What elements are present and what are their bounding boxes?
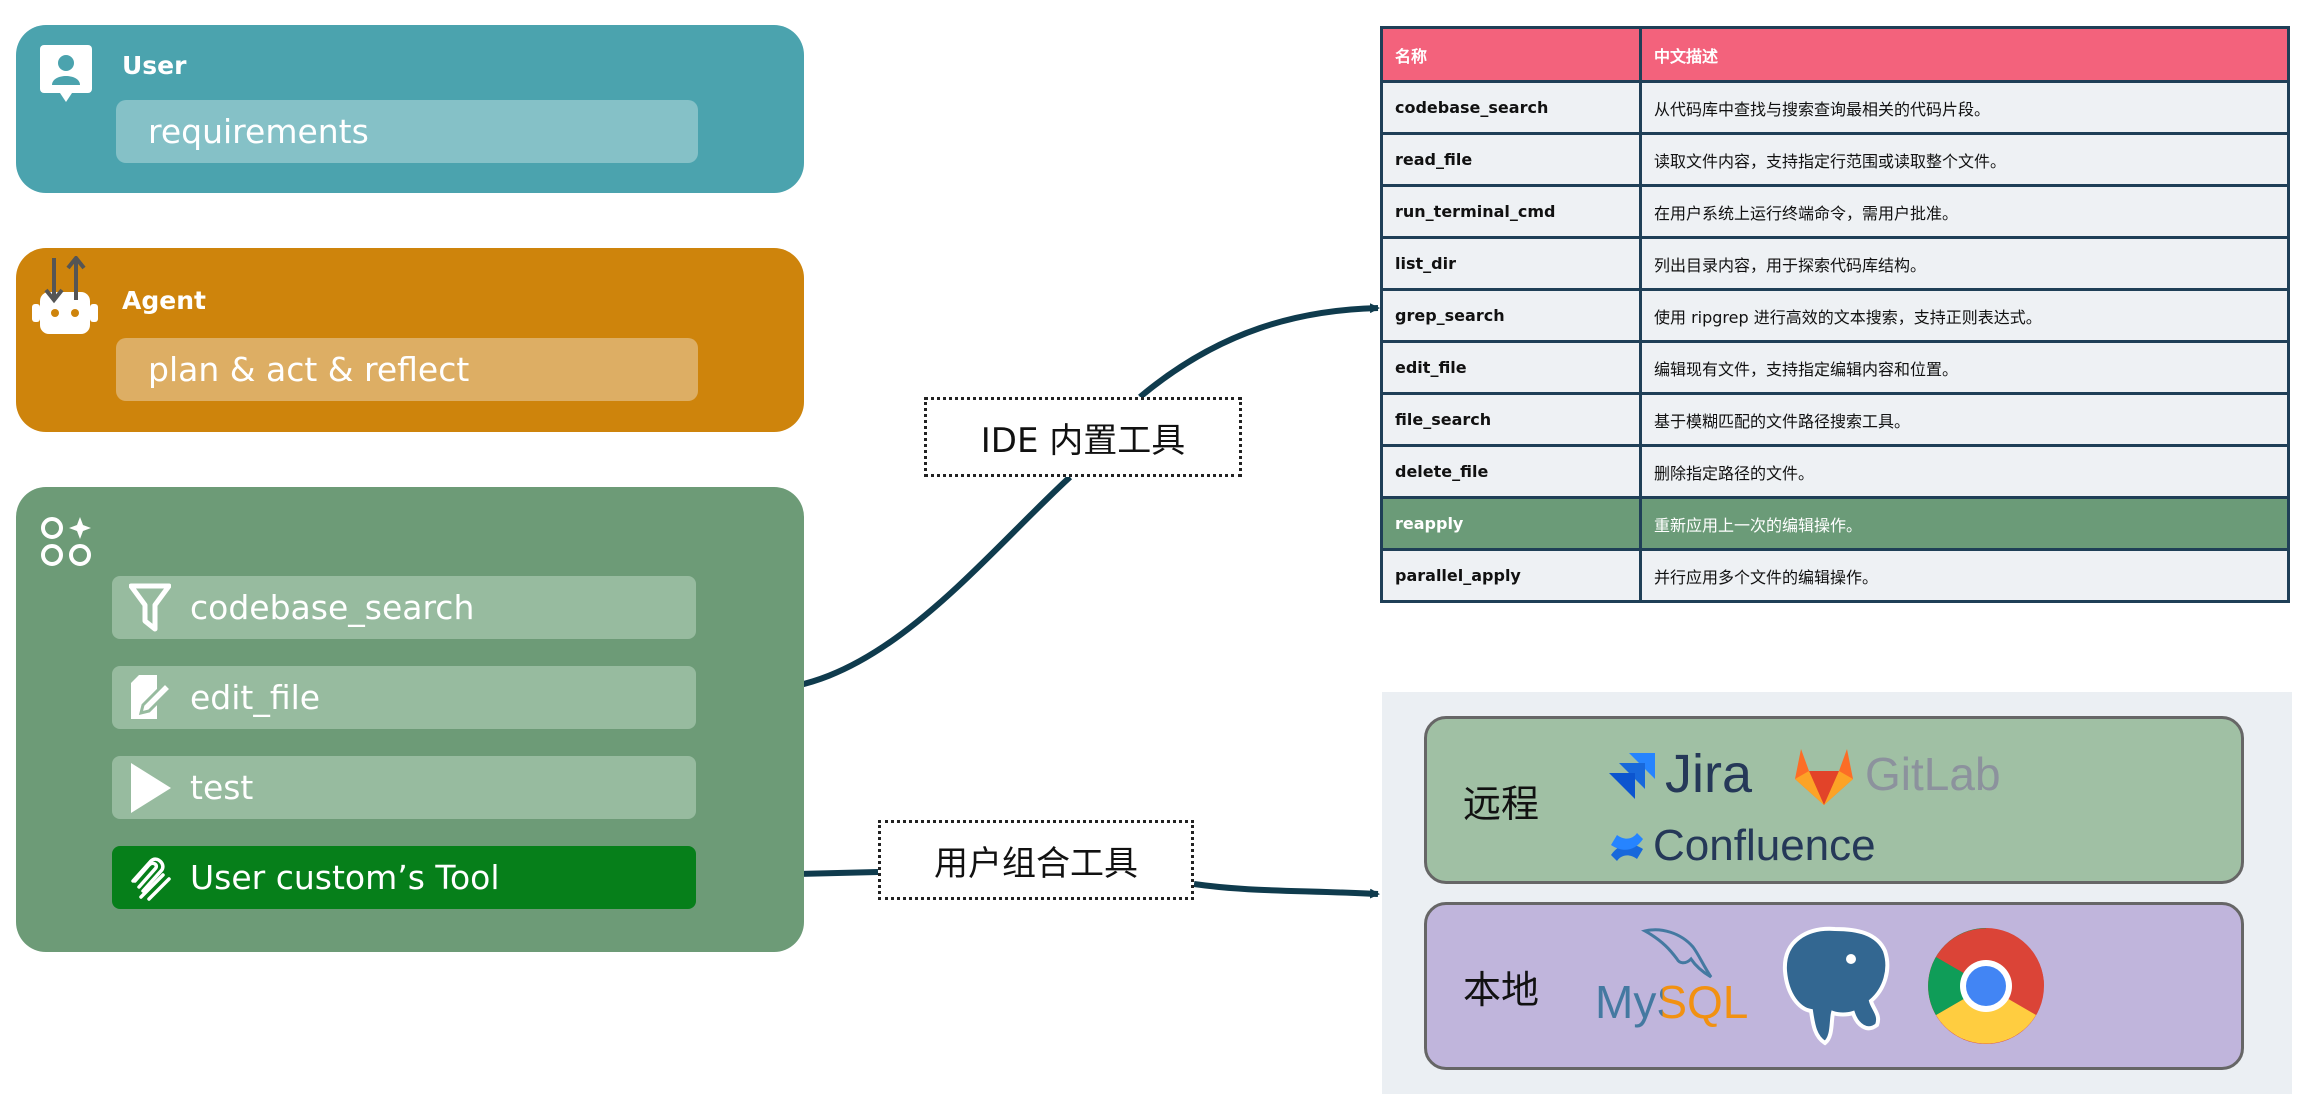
tool-name: list_dir: [1380, 236, 1642, 291]
services-area: 远程 Jira GitLab Co: [1382, 692, 2292, 1094]
tool-desc: 重新应用上一次的编辑操作。: [1639, 496, 2290, 551]
gitlab-logo-icon: [1791, 745, 1857, 811]
remote-services-box: 远程 Jira GitLab Co: [1424, 716, 2244, 884]
tool-label: test: [190, 768, 254, 807]
chrome-icon: [1927, 927, 2045, 1049]
tool-desc: 删除指定路径的文件。: [1639, 444, 2290, 499]
custom-tool-arrow: [1193, 881, 1380, 899]
tool-edit-file[interactable]: edit_file: [112, 666, 696, 729]
robot-icon: [32, 254, 98, 344]
mysql-logo: MySQL: [1595, 975, 1748, 1029]
jira-logo-icon: [1605, 751, 1659, 805]
tool-test[interactable]: test: [112, 756, 696, 819]
table-header-desc: 中文描述: [1639, 26, 2290, 83]
tool-label: edit_file: [190, 678, 321, 717]
tool-desc: 并行应用多个文件的编辑操作。: [1639, 548, 2290, 603]
table-header-name: 名称: [1380, 26, 1642, 83]
tool-name: codebase_search: [1380, 80, 1642, 135]
tool-label: User custom’s Tool: [190, 858, 500, 897]
confluence-logo-icon: [1609, 829, 1645, 869]
tool-name: reapply: [1380, 496, 1642, 551]
agent-title: Agent: [122, 286, 206, 315]
user-icon: [40, 45, 92, 107]
tool-desc: 读取文件内容，支持指定行范围或读取整个文件。: [1639, 132, 2290, 187]
jira-logo: Jira: [1665, 744, 1753, 804]
user-requirements-pill: requirements: [116, 100, 698, 163]
user-combined-tools-label: 用户组合工具: [878, 820, 1194, 900]
tool-desc: 从代码库中查找与搜索查询最相关的代码片段。: [1639, 80, 2290, 135]
tool-name: read_file: [1380, 132, 1642, 187]
tools-panel: codebase_search edit_file test: [16, 487, 804, 952]
tool-name: parallel_apply: [1380, 548, 1642, 603]
play-icon: [128, 762, 172, 813]
tool-name: file_search: [1380, 392, 1642, 447]
tool-name: grep_search: [1380, 288, 1642, 343]
confluence-logo: Confluence: [1653, 821, 1876, 870]
gitlab-logo: GitLab: [1865, 748, 2001, 800]
tool-label: codebase_search: [190, 588, 475, 627]
tool-name: run_terminal_cmd: [1380, 184, 1642, 239]
remote-title: 远程: [1463, 782, 1540, 826]
funnel-icon: [128, 583, 172, 632]
local-services-box: 本地 MySQL: [1424, 902, 2244, 1070]
edit-document-icon: [128, 674, 172, 722]
apps-icon: [40, 515, 96, 573]
mysql-dolphin-icon: [1640, 925, 1713, 989]
mysql-logo-text: MySQL: [1595, 976, 1749, 1028]
user-title: User: [122, 51, 187, 80]
agent-panel: Agent plan & act & reflect: [16, 248, 804, 432]
tool-desc: 在用户系统上运行终端命令，需用户批准。: [1639, 184, 2290, 239]
tool-desc: 基于模糊匹配的文件路径搜索工具。: [1639, 392, 2290, 447]
postgresql-elephant-icon: [1777, 925, 1895, 1051]
tool-user-custom[interactable]: User custom’s Tool: [112, 846, 696, 909]
tool-name: edit_file: [1380, 340, 1642, 395]
tool-desc: 编辑现有文件，支持指定编辑内容和位置。: [1639, 340, 2290, 395]
tool-desc: 使用 ripgrep 进行高效的文本搜索，支持正则表达式。: [1639, 288, 2290, 343]
clip-icon: [128, 854, 172, 902]
tool-name: delete_file: [1380, 444, 1642, 499]
user-panel: User requirements: [16, 25, 804, 193]
local-title: 本地: [1463, 968, 1540, 1012]
tool-codebase-search[interactable]: codebase_search: [112, 576, 696, 639]
builtin-tools-arrow: [757, 308, 1378, 693]
table-header-row: 名称 中文描述: [1380, 26, 2290, 83]
tool-desc: 列出目录内容，用于探索代码库结构。: [1639, 236, 2290, 291]
agent-plan-pill: plan & act & reflect: [116, 338, 698, 401]
ide-builtin-tools-label: IDE 内置工具: [924, 397, 1242, 477]
